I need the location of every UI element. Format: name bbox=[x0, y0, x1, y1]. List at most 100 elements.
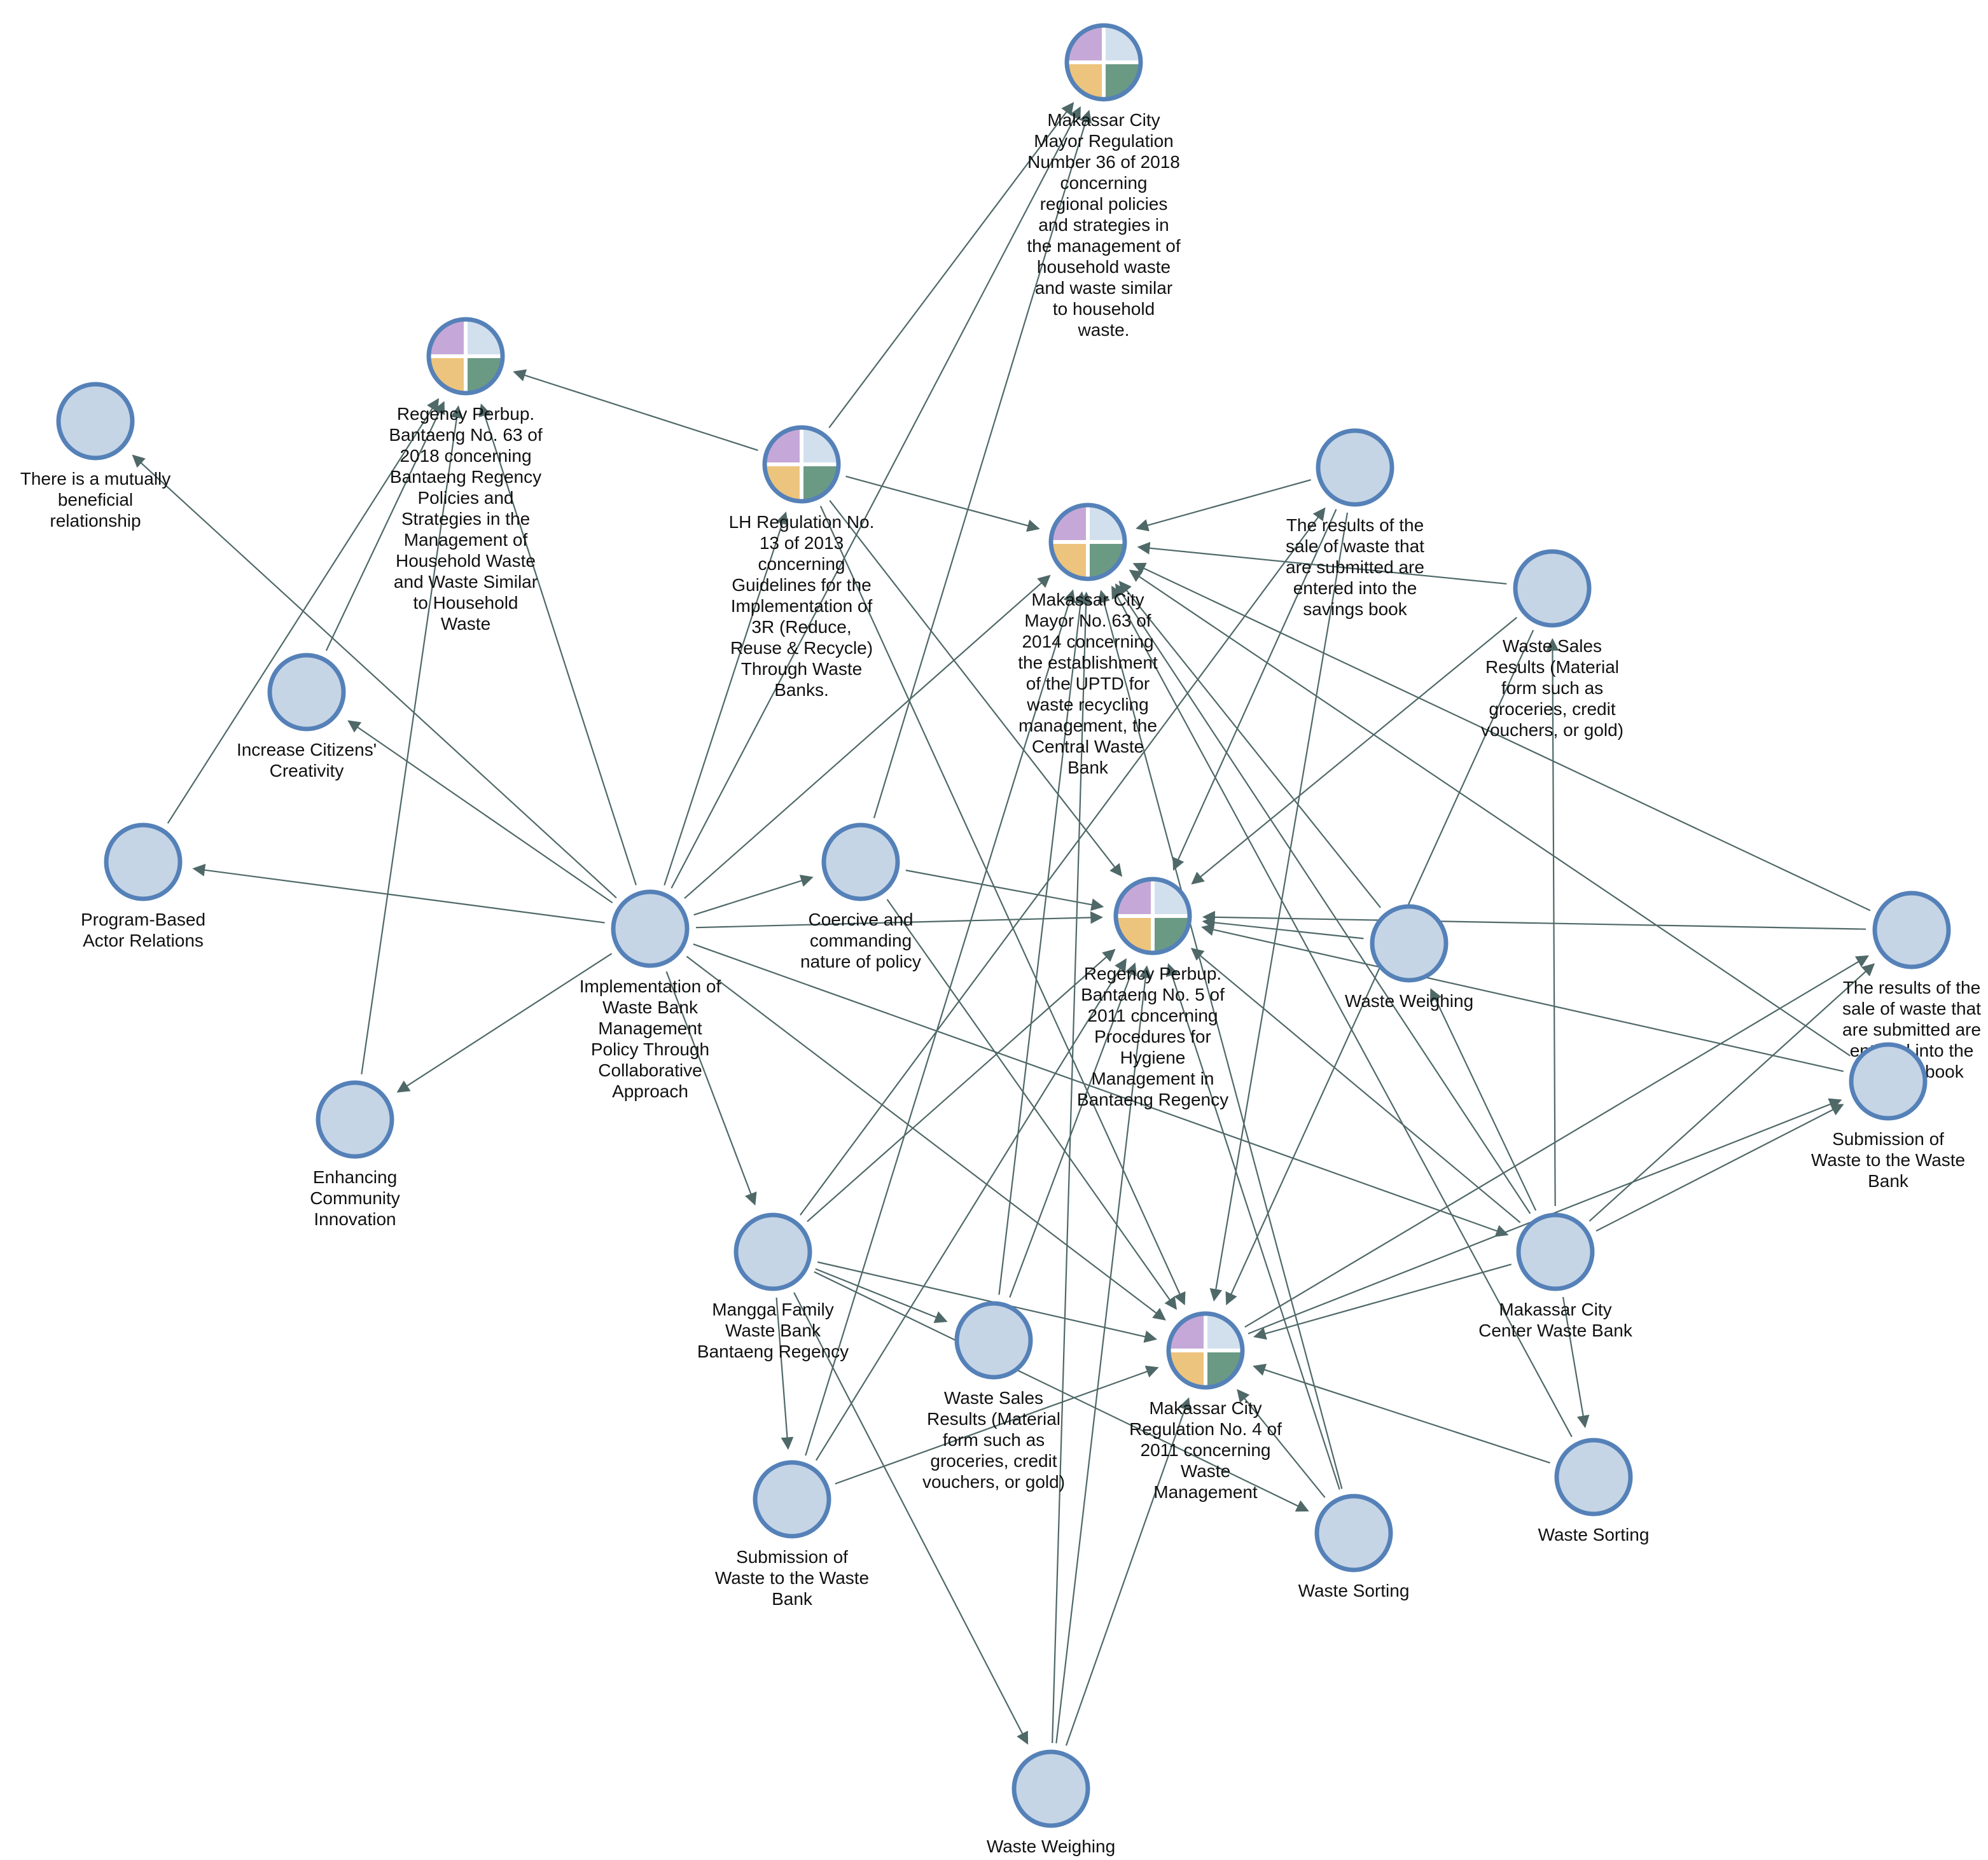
node-ring bbox=[1048, 503, 1127, 581]
edge-center-to-reg4 bbox=[1253, 1263, 1512, 1340]
edge-mangga-to-reg4 bbox=[817, 1261, 1157, 1343]
quadrant-4 bbox=[1067, 62, 1104, 99]
node-circle bbox=[1316, 428, 1394, 507]
node-label-line: are submitted are bbox=[1286, 557, 1424, 577]
node-creativity[interactable]: Increase Citizens'Creativity bbox=[237, 653, 377, 781]
edge-weighing-b-to-perbup5 bbox=[1055, 965, 1152, 1744]
node-label-line: Program-Based bbox=[81, 910, 205, 929]
node-label-line: are submitted are bbox=[1842, 1020, 1981, 1039]
node-ring bbox=[1166, 1311, 1245, 1390]
node-label-line: Bantaeng No. 63 of bbox=[389, 425, 543, 445]
quadrant-3 bbox=[466, 356, 503, 393]
quadrant-1 bbox=[1116, 879, 1153, 916]
node-label-line: Number 36 of 2018 bbox=[1027, 152, 1180, 172]
node-label-line: The results of the bbox=[1843, 978, 1980, 997]
edge-mangga-to-perbup5 bbox=[807, 948, 1116, 1223]
edge-sales-ban-to-perbup5 bbox=[1009, 962, 1137, 1298]
node-label-line: Regency Perbup. bbox=[397, 404, 534, 424]
node-circle bbox=[1011, 1749, 1090, 1828]
node-sorting-r[interactable]: Waste Sorting bbox=[1538, 1438, 1650, 1544]
node-label-line: Implementation of bbox=[580, 976, 721, 996]
edge-mangga-to-sorting-mid bbox=[814, 1271, 1309, 1512]
edge-implementation-to-reg4 bbox=[686, 955, 1166, 1321]
edge-submission-r-to-mayor63 bbox=[1129, 569, 1851, 1057]
node-sorting-mid[interactable]: Waste Sorting bbox=[1298, 1494, 1410, 1600]
node-label-line: Bank bbox=[1067, 758, 1109, 777]
node-label-line: Management in bbox=[1091, 1069, 1214, 1088]
node-label-line: the establishment bbox=[1018, 653, 1158, 672]
node-label-line: vouchers, or gold) bbox=[1481, 720, 1623, 740]
quadrant-1 bbox=[429, 319, 466, 356]
node-label-line: and Waste Similar bbox=[394, 572, 538, 592]
quadrant-2 bbox=[1088, 505, 1125, 542]
node-label-line: Waste Sales bbox=[1503, 636, 1602, 656]
node-label-line: Management bbox=[1153, 1482, 1258, 1502]
edge-implementation-to-mangga bbox=[665, 971, 757, 1206]
node-circle bbox=[821, 822, 900, 901]
quadrant-1 bbox=[1067, 25, 1104, 62]
node-label-line: and waste similar bbox=[1035, 278, 1172, 298]
edge-mangga-to-results-savings bbox=[800, 507, 1326, 1216]
node-label-line: Policies and bbox=[418, 488, 514, 508]
node-circle bbox=[1370, 904, 1449, 983]
node-label-line: concerning bbox=[758, 554, 845, 574]
edge-implementation-to-creativity bbox=[347, 720, 613, 904]
node-weighing-r[interactable]: Waste Weighing bbox=[1345, 904, 1473, 1011]
node-label-line: Collaborative bbox=[598, 1060, 702, 1080]
node-label-line: Actor Relations bbox=[83, 931, 204, 950]
node-label-line: Waste Weighing bbox=[987, 1836, 1115, 1856]
quadrant-1 bbox=[1051, 505, 1088, 542]
node-label-line: Waste Bank bbox=[725, 1321, 821, 1340]
node-label-line: Increase Citizens' bbox=[237, 740, 377, 760]
edge-center-to-results-right bbox=[1588, 963, 1875, 1222]
node-label-line: commanding bbox=[810, 931, 912, 950]
node-label-line: 2018 concerning bbox=[400, 446, 531, 466]
node-label-line: and strategies in bbox=[1038, 215, 1169, 235]
quadrant-3 bbox=[802, 464, 838, 501]
node-weighing-b[interactable]: Waste Weighing bbox=[987, 1749, 1115, 1856]
node-label-line: groceries, credit bbox=[930, 1451, 1057, 1471]
node-label-line: concerning bbox=[1060, 173, 1148, 193]
edge-weighing-b-to-reg4 bbox=[1065, 1397, 1191, 1746]
node-label-line: savings book bbox=[1303, 599, 1407, 619]
node-label-line: Reuse & Recycle) bbox=[730, 638, 873, 658]
node-label-line: Enhancing bbox=[313, 1167, 397, 1187]
edge-coercive-to-mayor36 bbox=[873, 109, 1092, 819]
edge-weighing-b-to-mayor63 bbox=[1052, 591, 1093, 1744]
edge-sorting-mid-to-mayor63 bbox=[1097, 590, 1343, 1489]
edge-results-right-to-mayor63 bbox=[1132, 562, 1871, 912]
node-label-line: form such as bbox=[943, 1430, 1045, 1450]
edge-implementation-to-perbup63 bbox=[478, 403, 637, 885]
node-label-line: management, the bbox=[1018, 716, 1157, 735]
node-label: Waste Weighing bbox=[1345, 991, 1473, 1011]
node-label-line: The results of the bbox=[1286, 515, 1424, 535]
node-label-line: Through Waste bbox=[741, 659, 862, 679]
node-label-line: household waste bbox=[1037, 257, 1171, 277]
quadrant-2 bbox=[1153, 879, 1190, 916]
edge-results-right-to-perbup5 bbox=[1202, 910, 1866, 930]
